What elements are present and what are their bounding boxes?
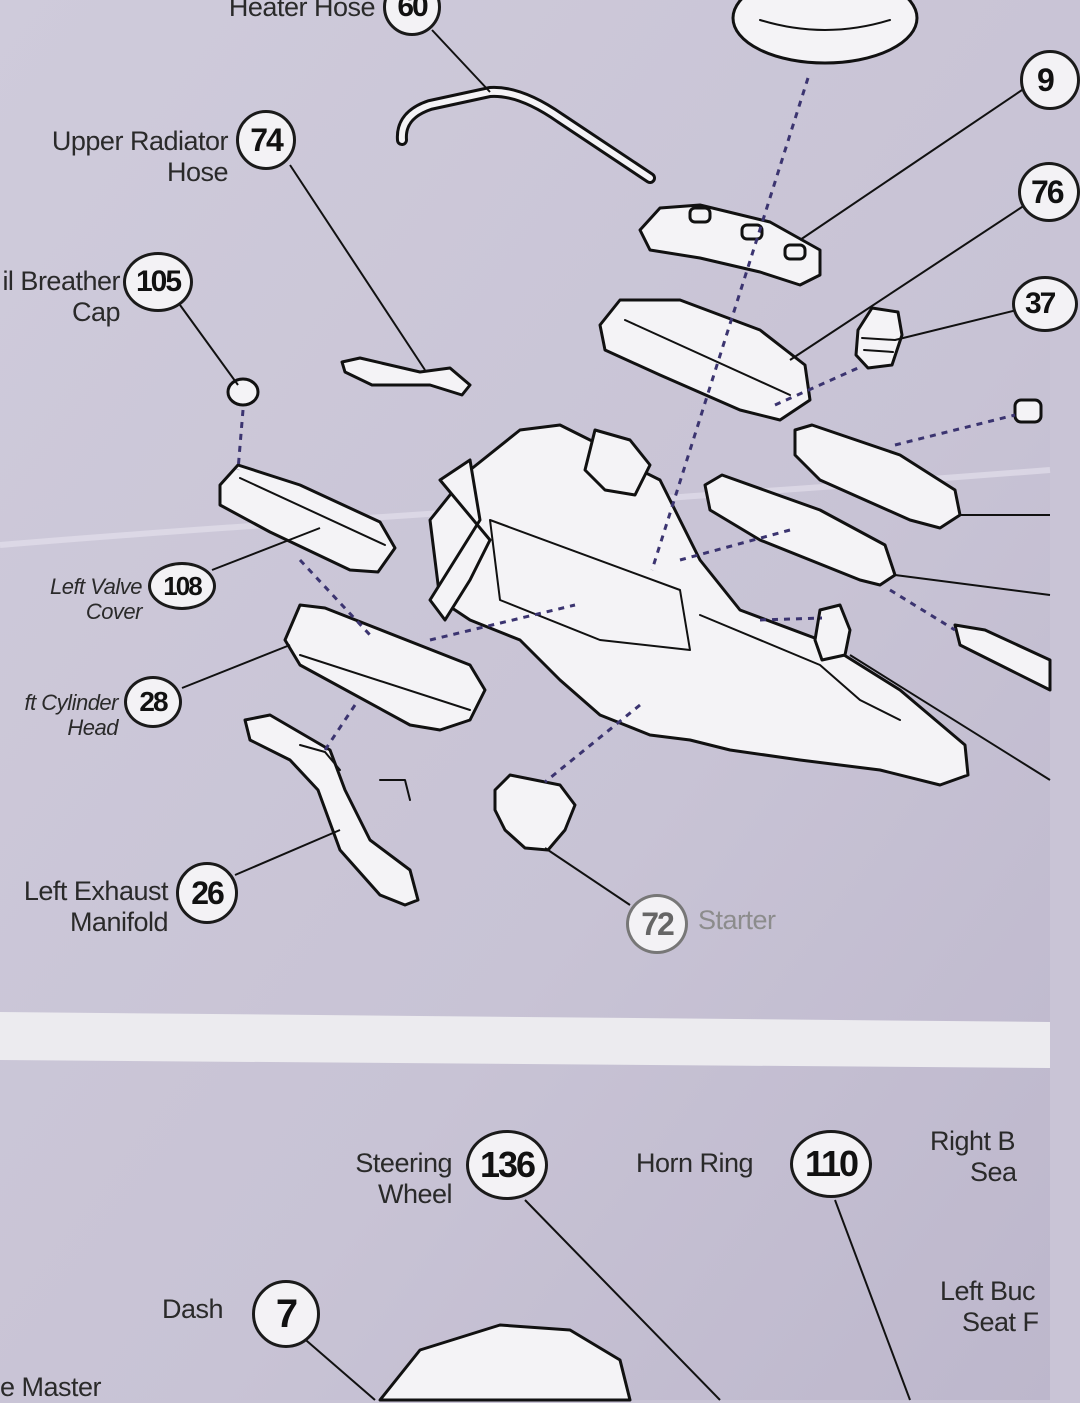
leader-lines <box>179 29 1051 1401</box>
part-number-badge-left-valve-cover: 108 <box>148 562 216 610</box>
intake-port <box>688 206 712 224</box>
right-exhaust-part <box>953 623 1052 692</box>
intake-port <box>740 223 764 241</box>
upper-radiator-hose-part <box>340 356 472 397</box>
part-number-badge-starter: 72 <box>626 894 688 954</box>
horn-ring-label: Horn Ring <box>636 1148 754 1178</box>
exploded-engine-diagram <box>0 0 1052 1402</box>
upper-radiator-hose-label: Upper Radiator Hose <box>51 126 229 187</box>
right-breather-cap-part <box>1013 398 1043 424</box>
dash-label: Dash <box>162 1294 224 1324</box>
part-number-badge-left-exhaust-manifold: 26 <box>176 862 238 924</box>
left-valve-cover-part <box>218 463 397 574</box>
heater-hose-label: Heater Hose <box>228 0 376 22</box>
part-number-badge-horn-ring: 110 <box>790 1130 872 1198</box>
part-number-badge-right-1: 9 <box>1020 50 1080 110</box>
distributor-part <box>854 306 904 370</box>
alternator-part <box>583 428 652 497</box>
oil-breather-cap-label: il Breather Cap <box>2 266 120 327</box>
right-valve-cover-part <box>793 423 962 530</box>
part-number-badge-dash: 7 <box>252 1280 320 1348</box>
fan-part <box>428 458 492 622</box>
starter-label: Starter <box>698 905 776 935</box>
air-cleaner-lid <box>731 0 919 65</box>
steering-wheel-label: Steering Wheel <box>355 1148 452 1209</box>
intake-port <box>783 243 807 261</box>
starter-part <box>493 773 577 852</box>
part-number-badge-steering-wheel: 136 <box>466 1130 548 1200</box>
right-cylinder-head-part <box>703 473 897 587</box>
part-number-badge-upper-radiator-hose: 74 <box>236 110 296 170</box>
intake-manifold-part <box>598 298 812 422</box>
right-bucket-seat-label: Right B Sea <box>930 1126 1017 1187</box>
intake-upper-part <box>638 203 822 287</box>
left-valve-cover-label: Left Valve Cover <box>49 574 143 624</box>
part-number-badge-left-cylinder-head: 28 <box>124 676 182 728</box>
section-divider <box>0 1012 1050 1068</box>
part-number-badge-oil-breather-cap: 105 <box>123 252 193 312</box>
assembly-guides <box>236 77 1016 784</box>
part-number-badge-right-2: 76 <box>1018 162 1080 222</box>
fuel-pump-part <box>813 603 852 662</box>
left-cylinder-head-label: ft Cylinder Head <box>24 690 118 740</box>
breather-cap-part <box>226 377 260 407</box>
left-exhaust-manifold-part <box>243 713 420 907</box>
part-number-badge-right-3: 37 <box>1012 276 1078 332</box>
left-bucket-seat-label: Left Buc Seat F <box>940 1276 1039 1337</box>
left-exhaust-manifold-label: Left Exhaust Manifold <box>23 876 169 937</box>
master-cylinder-label: e Master <box>0 1372 102 1402</box>
dash-part <box>378 1323 632 1402</box>
